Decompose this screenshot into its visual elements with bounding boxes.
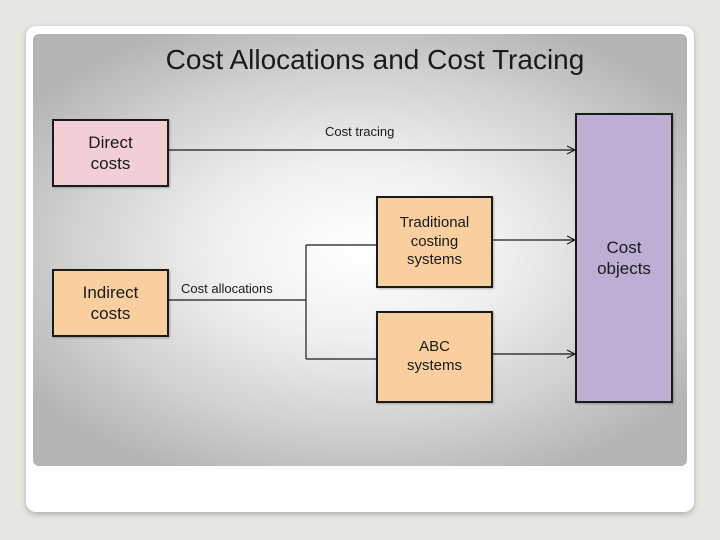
indirect-costs-box: Indirect costs	[52, 269, 169, 337]
cost-allocations-label: Cost allocations	[181, 281, 273, 296]
abc-systems-box: ABC systems	[376, 311, 493, 403]
cost-objects-box: Cost objects	[575, 113, 673, 403]
traditional-costing-label: Traditional costing systems	[399, 213, 470, 269]
indirect-costs-label: Indirect costs	[82, 282, 139, 323]
cost-tracing-label: Cost tracing	[325, 124, 395, 139]
direct-costs-label: Direct costs	[88, 132, 133, 173]
direct-costs-box: Direct costs	[52, 119, 169, 187]
cost-objects-label: Cost objects	[597, 237, 651, 278]
slide-title: Cost Allocations and Cost Tracing	[165, 44, 585, 75]
traditional-costing-box: Traditional costing systems	[376, 196, 493, 288]
abc-systems-label: ABC systems	[406, 338, 462, 374]
slide-footer	[26, 472, 694, 512]
